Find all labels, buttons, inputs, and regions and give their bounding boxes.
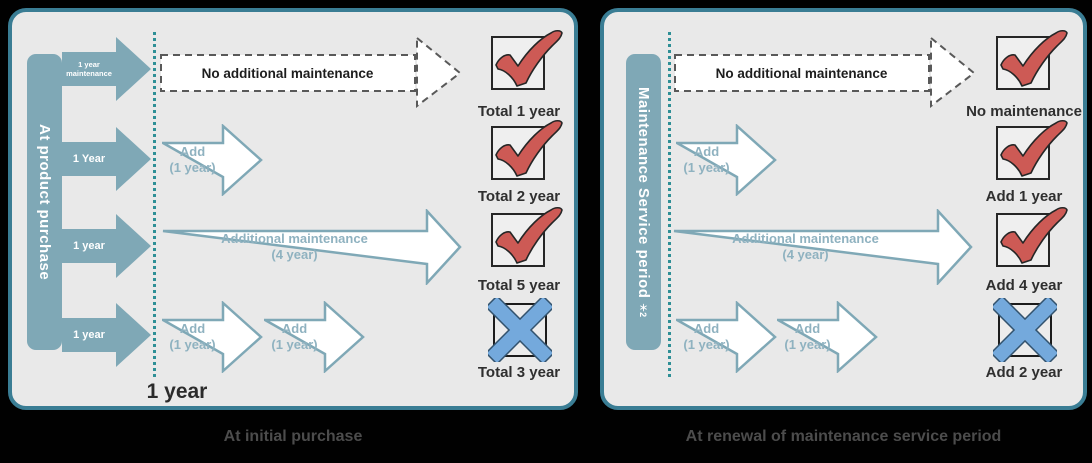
result-label: No maintenance	[966, 103, 1082, 120]
checked-checkbox-icon	[491, 29, 563, 90]
initial-purchase-caption: At initial purchase	[223, 428, 363, 445]
feeder-arrow-3: 1 year	[62, 212, 152, 280]
add-one-year-arrow-second: Add (1 year)	[263, 301, 365, 373]
result-label: Total 2 year	[477, 188, 561, 205]
phase-bar-label-text: Maintenance Service period	[635, 86, 652, 299]
arrow-label-line2: (1 year)	[169, 160, 216, 175]
result-label: Add 2 year	[985, 364, 1063, 381]
arrow-label-line2: (1 year)	[271, 337, 318, 352]
result-label: Total 5 year	[477, 277, 561, 294]
add-one-year-arrow-second: Add (1 year)	[776, 301, 878, 373]
checked-checkbox-icon	[996, 206, 1068, 267]
feeder-arrow-label: 1 year	[73, 240, 105, 252]
checked-checkbox-icon	[996, 119, 1068, 180]
arrow-label: No additional maintenance	[201, 65, 374, 81]
feeder-arrow-1: 1 year maintenance	[62, 35, 152, 103]
add-one-year-arrow: Add (1 year)	[161, 124, 263, 196]
renewal-panel: Maintenance Service period ＊2 No additio…	[600, 8, 1087, 410]
add-one-year-arrow-first: Add (1 year)	[161, 301, 263, 373]
arrow-label: Additional maintenance (4 year)	[673, 209, 938, 285]
checked-checkbox-icon	[996, 29, 1068, 90]
checked-checkbox-icon	[491, 206, 563, 267]
renewal-caption: At renewal of maintenance service period	[685, 428, 1002, 445]
arrow-label-line1: Add	[693, 144, 720, 159]
arrow-label-line2: (1 year)	[784, 337, 831, 352]
no-additional-maintenance-arrow: No additional maintenance	[674, 36, 976, 108]
arrow-label: Add (1 year)	[264, 301, 325, 373]
dotted-timeline-divider	[668, 32, 671, 377]
arrow-label: Add (1 year)	[162, 301, 223, 373]
feeder-arrow-label: 1 year	[73, 329, 105, 341]
feeder-arrow-2: 1 Year	[62, 125, 152, 193]
arrow-label-line1: Add	[281, 321, 308, 336]
arrow-label: Add (1 year)	[676, 124, 737, 196]
phase-bar-footnote: ＊2	[638, 303, 648, 318]
arrow-label: No additional maintenance	[715, 65, 888, 81]
phase-bar-label: Maintenance Service period ＊2	[635, 87, 652, 317]
result-label: Add 4 year	[985, 277, 1063, 294]
dotted-timeline-divider	[153, 32, 156, 377]
arrow-label-line2: (4 year)	[271, 247, 318, 262]
maintenance-service-period-bar: Maintenance Service period ＊2	[626, 54, 661, 350]
additional-maintenance-arrow: Additional maintenance (4 year)	[672, 209, 973, 285]
phase-bar-label: At product purchase	[36, 123, 53, 281]
add-one-year-arrow-first: Add (1 year)	[675, 301, 777, 373]
first-year-label: 1 year	[146, 380, 208, 403]
feeder-arrow-label: 1 year maintenance	[66, 60, 112, 78]
arrow-label-line1: Additional maintenance	[732, 231, 879, 246]
arrow-label-line1: Add	[693, 321, 720, 336]
result-label: Add 1 year	[985, 188, 1063, 205]
crossed-checkbox-icon	[993, 298, 1057, 362]
no-additional-maintenance-arrow: No additional maintenance	[160, 36, 462, 108]
feeder-arrow-label: 1 Year	[72, 153, 106, 165]
product-purchase-phase-bar: At product purchase	[27, 54, 62, 350]
arrow-label-line1: Add	[179, 321, 206, 336]
feeder-arrow-4: 1 year	[62, 301, 152, 369]
checked-checkbox-icon	[491, 119, 563, 180]
arrow-label: Add (1 year)	[777, 301, 838, 373]
crossed-checkbox-icon	[488, 298, 552, 362]
arrow-label: Add (1 year)	[162, 124, 223, 196]
arrow-label-line2: (1 year)	[683, 160, 730, 175]
arrow-label-line1: Additional maintenance	[221, 231, 368, 246]
add-one-year-arrow: Add (1 year)	[675, 124, 777, 196]
arrow-label-line2: (1 year)	[169, 337, 216, 352]
arrow-label-line1: Add	[794, 321, 821, 336]
additional-maintenance-arrow: Additional maintenance (4 year)	[161, 209, 462, 285]
arrow-label: Additional maintenance (4 year)	[162, 209, 427, 285]
arrow-label-line1: Add	[179, 144, 206, 159]
initial-purchase-panel: At product purchase 1 year maintenance 1…	[8, 8, 578, 410]
result-label: Total 1 year	[477, 103, 561, 120]
arrow-label-line2: (1 year)	[683, 337, 730, 352]
result-label: Total 3 year	[477, 364, 561, 381]
arrow-label: Add (1 year)	[676, 301, 737, 373]
arrow-label-line2: (4 year)	[782, 247, 829, 262]
